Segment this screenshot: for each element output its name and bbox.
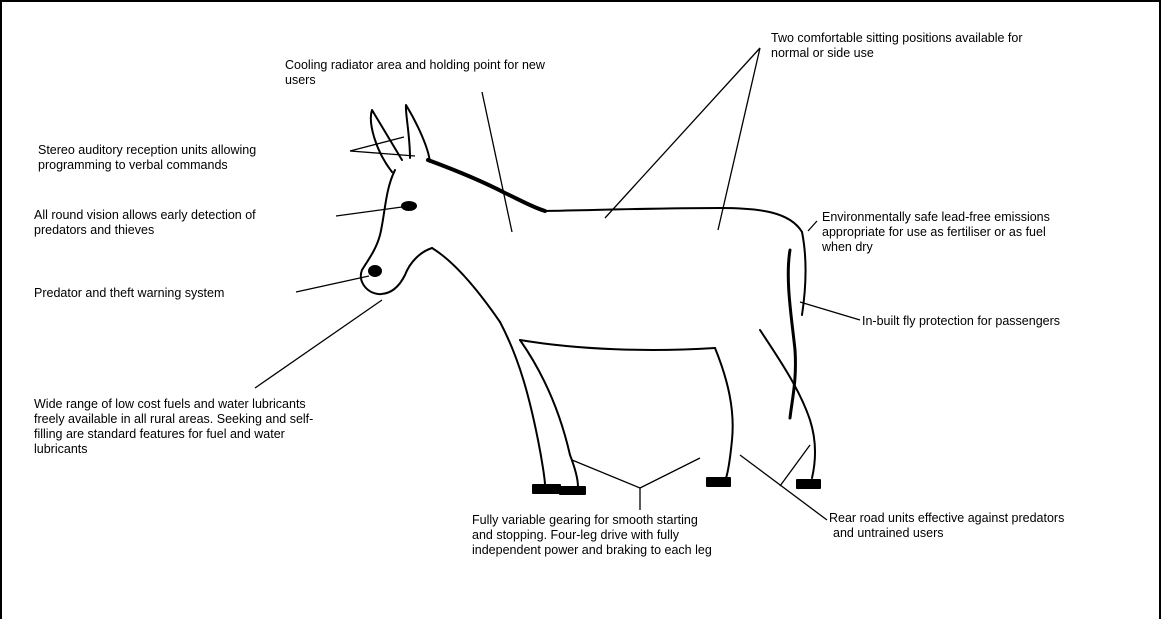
- label-rear-line-2: and untrained users: [829, 526, 1064, 541]
- label-stereo: Stereo auditory reception units allowing…: [38, 143, 256, 173]
- label-warning: Predator and theft warning system: [34, 286, 224, 301]
- donkey-front-leg-1: [500, 322, 545, 485]
- callout-line-cooling: [482, 92, 512, 232]
- callout-lines: [255, 48, 860, 520]
- label-fuels-line-4: lubricants: [34, 442, 313, 457]
- label-fly-line-1: In-built fly protection for passengers: [862, 314, 1060, 329]
- label-fuels-line-1: Wide range of low cost fuels and water l…: [34, 397, 313, 412]
- label-vision-line-1: All round vision allows early detection …: [34, 208, 256, 223]
- label-vision-line-2: predators and thieves: [34, 223, 256, 238]
- label-fuels-line-2: freely available in all rural areas. See…: [34, 412, 313, 427]
- label-stereo-line-2: programming to verbal commands: [38, 158, 256, 173]
- label-gearing-line-3: independent power and braking to each le…: [472, 543, 712, 558]
- label-sitting-line-2: normal or side use: [771, 46, 1023, 61]
- callout-line-sitting-2: [718, 48, 760, 230]
- donkey-tail: [788, 250, 795, 418]
- label-gearing-line-2: and stopping. Four-leg drive with fully: [472, 528, 712, 543]
- callout-line-gearing-2: [640, 458, 700, 488]
- donkey-hoof-front-2: [560, 487, 585, 494]
- callout-line-sitting-1: [605, 48, 760, 218]
- callout-line-fuels: [255, 300, 382, 388]
- donkey-ear-right: [406, 105, 430, 162]
- donkey-back: [545, 208, 802, 232]
- label-rear-line-1: Rear road units effective against predat…: [829, 511, 1064, 526]
- donkey-mane: [428, 160, 545, 211]
- label-emissions-line-1: Environmentally safe lead-free emissions: [822, 210, 1050, 225]
- donkey-nostril: [369, 266, 381, 276]
- label-fly: In-built fly protection for passengers: [862, 314, 1060, 329]
- label-fuels: Wide range of low cost fuels and water l…: [34, 397, 313, 457]
- label-sitting-line-1: Two comfortable sitting positions availa…: [771, 31, 1023, 46]
- label-cooling-line-1: Cooling radiator area and holding point …: [285, 58, 545, 73]
- label-emissions-line-2: appropriate for use as fertiliser or as …: [822, 225, 1050, 240]
- label-gearing-line-1: Fully variable gearing for smooth starti…: [472, 513, 712, 528]
- label-emissions: Environmentally safe lead-free emissions…: [822, 210, 1050, 255]
- label-sitting: Two comfortable sitting positions availa…: [771, 31, 1023, 61]
- donkey-eye: [402, 202, 416, 210]
- label-vision: All round vision allows early detection …: [34, 208, 256, 238]
- callout-line-gearing-1: [572, 460, 640, 488]
- donkey-hind-leg-2: [760, 330, 815, 478]
- callout-line-warning: [296, 276, 369, 292]
- label-fuels-line-3: filling are standard features for fuel a…: [34, 427, 313, 442]
- donkey-hoof-hind-2: [797, 480, 820, 488]
- callout-line-fly: [800, 302, 860, 320]
- label-stereo-line-1: Stereo auditory reception units allowing: [38, 143, 256, 158]
- donkey-illustration: [361, 105, 820, 494]
- label-gearing: Fully variable gearing for smooth starti…: [472, 513, 712, 558]
- callout-line-stereo-2: [350, 151, 415, 156]
- label-emissions-line-3: when dry: [822, 240, 1050, 255]
- label-warning-line-1: Predator and theft warning system: [34, 286, 224, 301]
- callout-line-emissions: [808, 221, 817, 231]
- donkey-belly: [520, 340, 715, 350]
- donkey-neck: [432, 248, 500, 322]
- label-cooling-line-2: users: [285, 73, 545, 88]
- donkey-front-leg-2: [520, 340, 578, 487]
- donkey-hind-leg-1: [715, 348, 733, 478]
- donkey-hoof-hind-1: [707, 478, 730, 486]
- callout-line-vision: [336, 207, 402, 216]
- label-rear: Rear road units effective against predat…: [829, 511, 1064, 541]
- donkey-hoof-front-1: [533, 485, 560, 493]
- label-cooling: Cooling radiator area and holding point …: [285, 58, 545, 88]
